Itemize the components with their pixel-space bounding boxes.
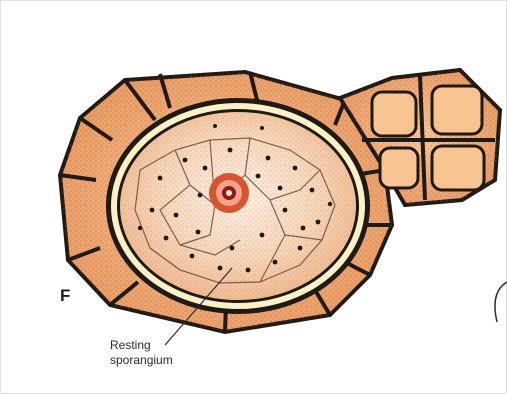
edge-curve xyxy=(495,282,507,322)
label-line-2: sporangium xyxy=(110,353,173,368)
label-line-1: Resting xyxy=(110,338,173,353)
resting-sporangium-label: Resting sporangium xyxy=(110,338,173,368)
panel-letter: F xyxy=(60,286,70,306)
central-nucleus xyxy=(209,173,249,213)
